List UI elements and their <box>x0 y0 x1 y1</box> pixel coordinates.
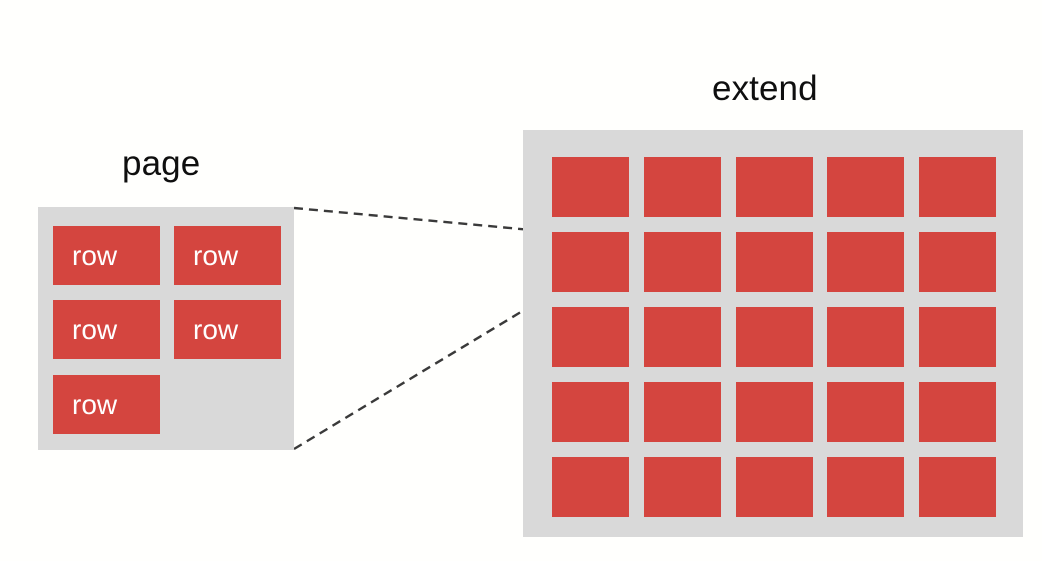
extend-tile[interactable] <box>919 382 996 442</box>
extend-tile[interactable] <box>644 157 721 217</box>
page-row-tile[interactable]: row <box>174 226 281 285</box>
extend-tile[interactable] <box>919 307 996 367</box>
connector-line-top <box>293 206 554 234</box>
extend-tile[interactable] <box>552 307 629 367</box>
page-group-box: row row row row row <box>38 207 294 450</box>
extend-tile[interactable] <box>736 232 813 292</box>
extend-group-box <box>523 130 1023 537</box>
extend-tile[interactable] <box>552 382 629 442</box>
extend-tile[interactable] <box>644 232 721 292</box>
page-row-tile[interactable]: row <box>53 375 160 434</box>
extend-tile[interactable] <box>736 307 813 367</box>
extend-tile[interactable] <box>644 457 721 517</box>
extend-tile[interactable] <box>736 157 813 217</box>
page-group-label: page <box>122 144 201 183</box>
page-row-tile[interactable]: row <box>53 226 160 285</box>
extend-tile[interactable] <box>552 157 629 217</box>
page-row-tile[interactable]: row <box>174 300 281 359</box>
extend-tile[interactable] <box>552 232 629 292</box>
extend-tile[interactable] <box>919 457 996 517</box>
extend-tile[interactable] <box>919 157 996 217</box>
extend-group-label: extend <box>712 69 818 108</box>
extend-tile[interactable] <box>552 457 629 517</box>
extend-tile[interactable] <box>644 307 721 367</box>
extend-tile[interactable] <box>827 232 904 292</box>
connector-line-bottom <box>293 290 555 451</box>
extend-tile[interactable] <box>644 382 721 442</box>
extend-tile[interactable] <box>827 307 904 367</box>
extend-tile[interactable] <box>827 382 904 442</box>
extend-tile[interactable] <box>736 457 813 517</box>
extend-tile[interactable] <box>736 382 813 442</box>
page-row-tile[interactable]: row <box>53 300 160 359</box>
extend-tile[interactable] <box>919 232 996 292</box>
extend-tile[interactable] <box>827 457 904 517</box>
extend-tile[interactable] <box>827 157 904 217</box>
